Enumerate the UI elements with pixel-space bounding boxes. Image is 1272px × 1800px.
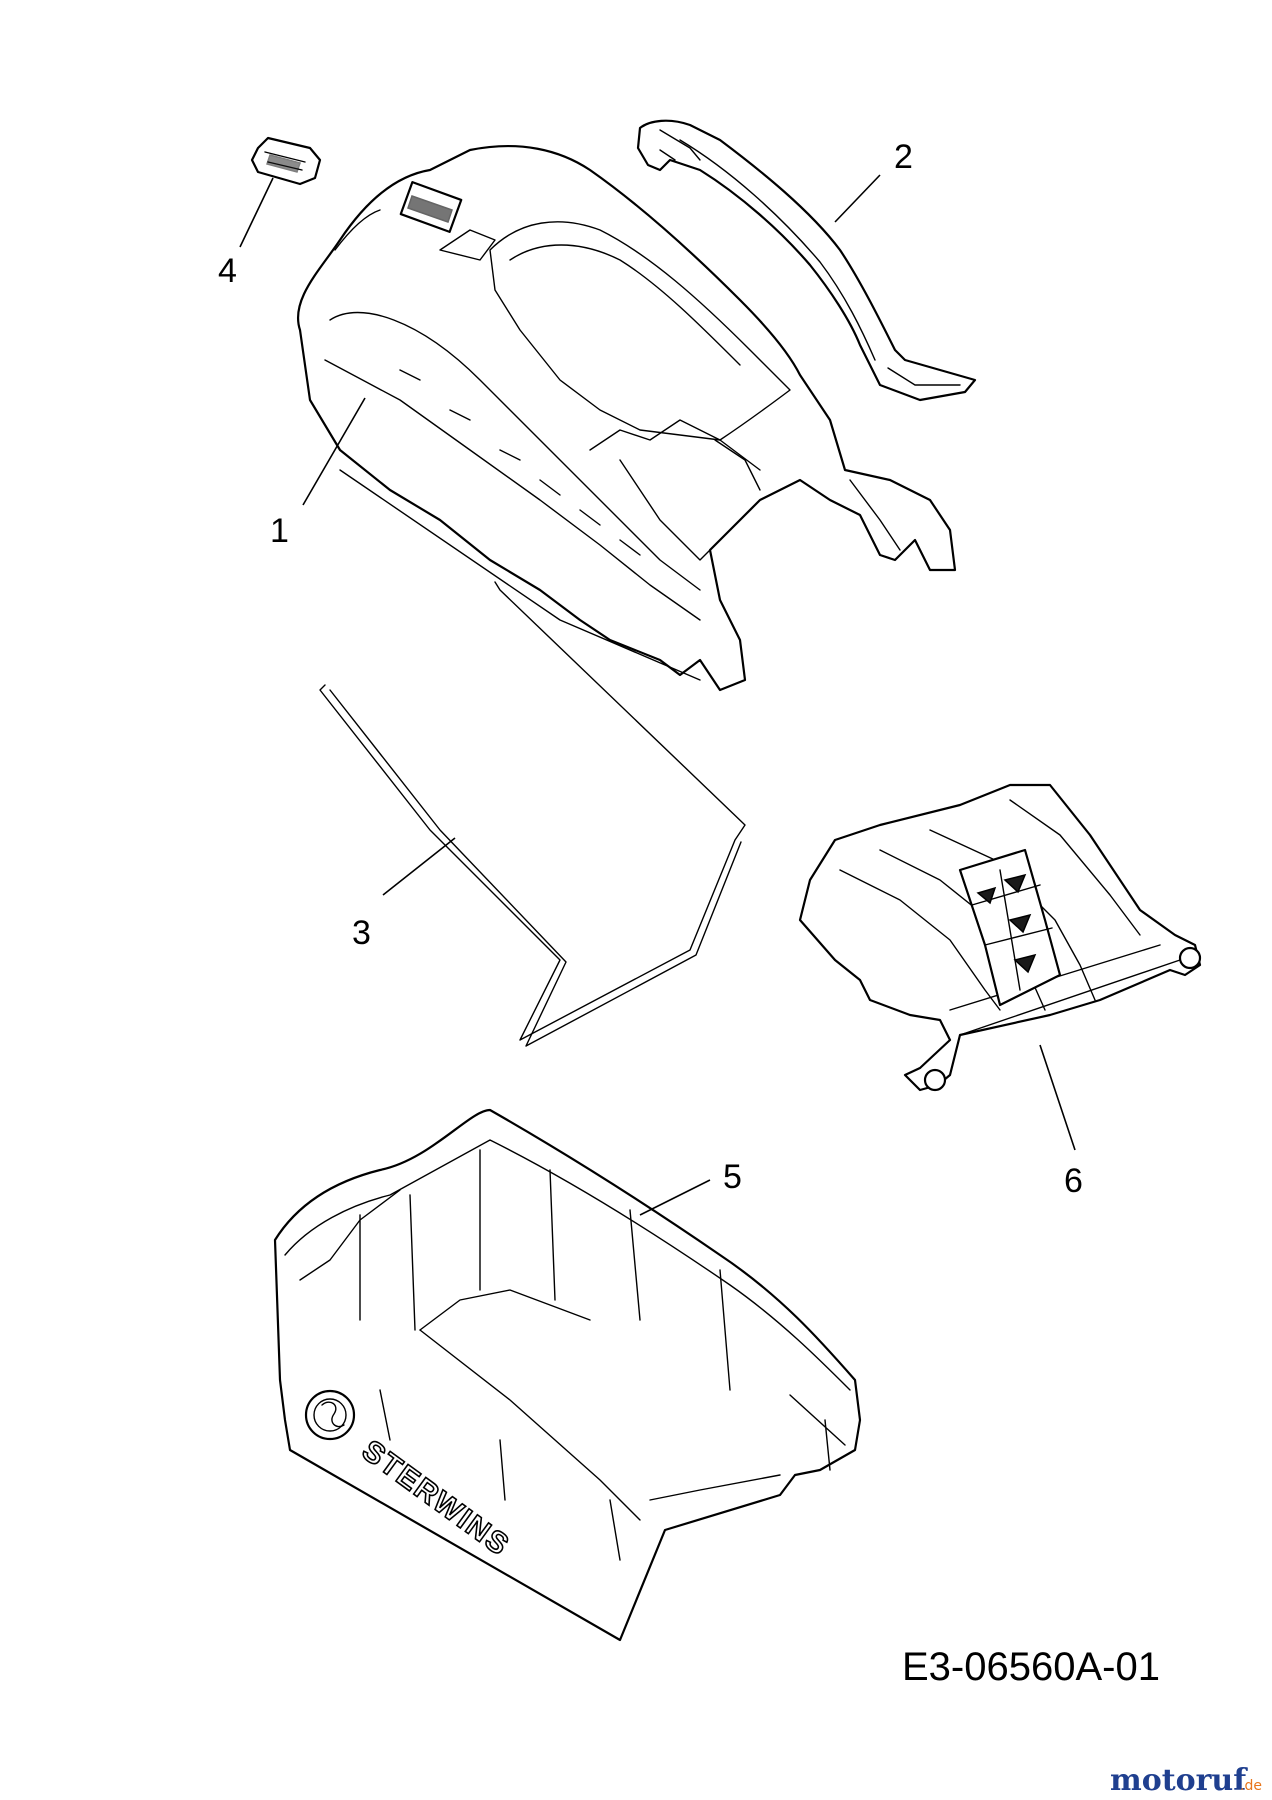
callout-2: 2 — [894, 138, 913, 176]
part-3-wire-frame — [319, 581, 746, 1047]
leader-2 — [834, 174, 881, 223]
leader-4 — [239, 177, 274, 248]
callout-5: 5 — [723, 1158, 742, 1196]
callout-1: 1 — [270, 512, 289, 550]
leader-1 — [302, 397, 366, 506]
leader-lines — [239, 174, 1076, 1216]
leader-5 — [639, 1179, 711, 1216]
callout-3: 3 — [352, 914, 371, 952]
part-2-handle — [636, 119, 977, 402]
callout-6: 6 — [1064, 1162, 1083, 1200]
part-4-clip — [250, 136, 322, 186]
part-5-grass-catcher: STERWINS — [273, 1108, 862, 1642]
drawing-number: E3-06560A-01 — [902, 1645, 1160, 1689]
leader-3 — [382, 837, 456, 896]
watermark-suffix: .de — [1240, 1778, 1262, 1794]
callout-4: 4 — [218, 252, 237, 290]
leader-6 — [1039, 1044, 1076, 1151]
part-1-rear-cover — [297, 144, 957, 692]
watermark-logo: motoruf .de — [1110, 1763, 1262, 1798]
part-6-rear-flap — [798, 783, 1202, 1092]
watermark-text: motoruf — [1110, 1763, 1248, 1798]
